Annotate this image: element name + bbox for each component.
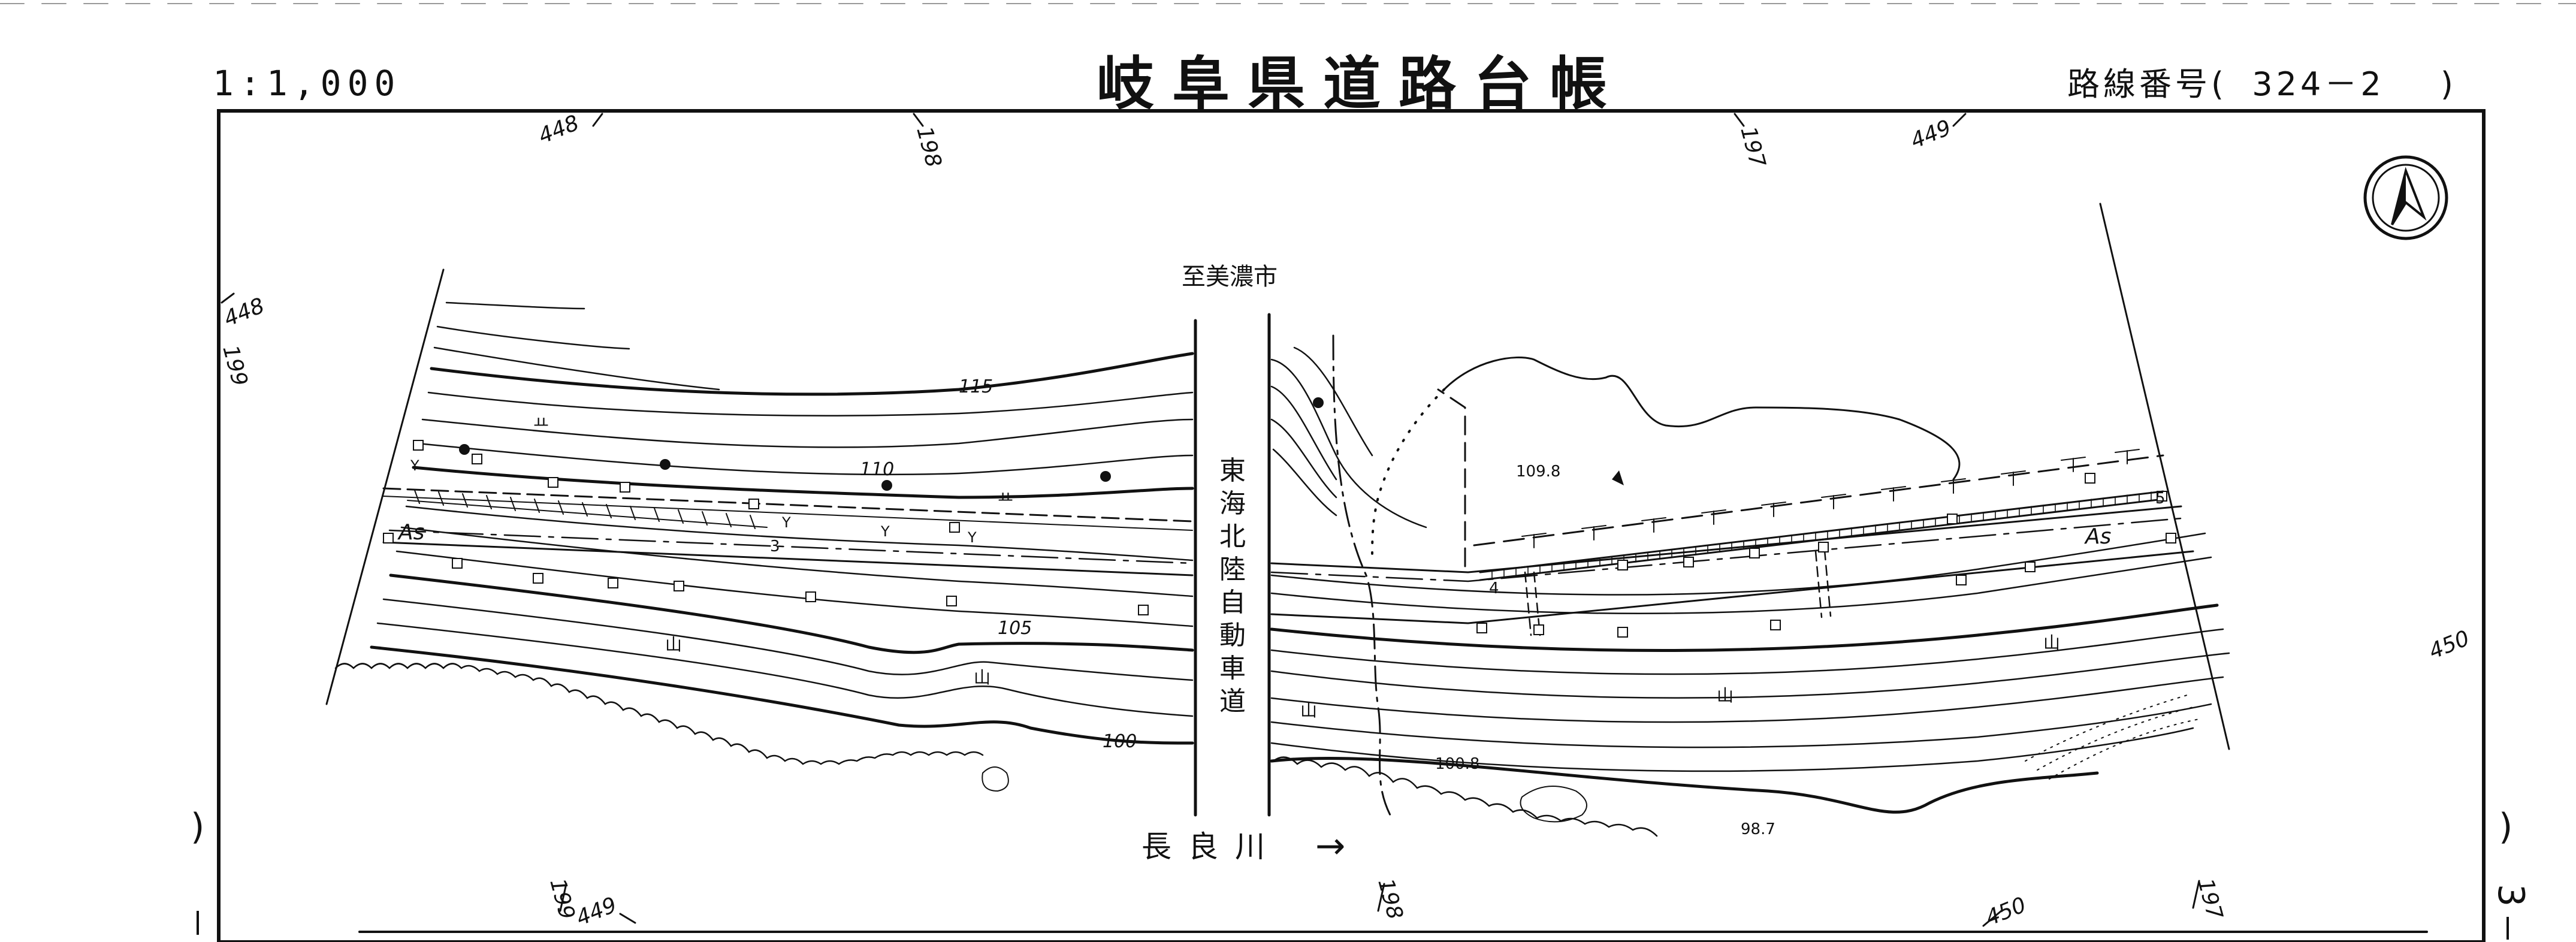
spot-height-3: 98.7	[1741, 820, 1775, 838]
expressway-char: 車	[1219, 653, 1246, 684]
map-border	[217, 109, 2486, 942]
spot-height-2: 100.8	[1435, 755, 1479, 773]
wasteland-symbol: 山	[2043, 633, 2060, 653]
grid-label-bottom-199: 199	[545, 876, 579, 922]
expressway-char: 東	[1219, 455, 1246, 486]
route-number: 324－2	[2252, 65, 2385, 103]
tree-symbol: Y	[781, 514, 791, 531]
grid-label-bottom-449: 449	[573, 893, 620, 931]
label-to-city: 至美濃市	[1182, 263, 1278, 291]
wasteland-symbol: 山	[1717, 686, 1734, 705]
margin-right-paren: )	[2499, 806, 2512, 848]
tree-symbol: Y	[967, 529, 977, 546]
expressway-char: 自	[1219, 587, 1246, 618]
wasteland-symbol: 山	[974, 668, 990, 687]
contour-label-110: 110	[860, 459, 894, 480]
grid-label-bottom-197: 197	[2193, 876, 2227, 922]
grid-label-left-199: 199	[218, 343, 252, 389]
station-5: 5	[2155, 490, 2166, 508]
station-3: 3	[770, 538, 780, 555]
label-surface-right: As	[2084, 524, 2111, 549]
wasteland-symbol: 山	[665, 635, 682, 654]
grid-label-bottom-198: 198	[1373, 876, 1407, 922]
route-number-label: 路線番号( 324－2 )	[2067, 58, 2457, 105]
tree-symbol: Y	[410, 457, 419, 474]
expressway-char: 海	[1219, 488, 1246, 519]
expressway-char: 陸	[1219, 554, 1246, 585]
river-flow-arrow: →	[1315, 825, 1345, 867]
grid-label-top-198: 198	[911, 124, 946, 170]
wasteland-symbol: 山	[1300, 701, 1317, 720]
tree-symbol: Y	[880, 523, 890, 540]
station-4: 4	[1489, 579, 1499, 597]
expressway-char: 動	[1219, 620, 1246, 651]
contour-label-115: 115	[959, 376, 993, 397]
sheet-title: 岐阜県道路台帳	[1097, 50, 1625, 117]
label-river: 長良川	[1141, 829, 1282, 864]
spot-height-1: 109.8	[1516, 463, 1560, 481]
grass-symbol: ㅛ	[998, 488, 1013, 508]
map-scale: 1:1,000	[213, 63, 401, 104]
margin-right-number: 3	[2490, 884, 2532, 907]
contour-label-105: 105	[998, 618, 1032, 639]
route-suffix: )	[2440, 65, 2457, 103]
grid-label-top-197: 197	[1735, 124, 1769, 170]
expressway-char: 北	[1219, 521, 1246, 552]
expressway-char: 道	[1219, 686, 1246, 717]
grid-label-top-448: 448	[535, 111, 582, 149]
expressway-label: 東 海 北 陸 自 動 車 道	[1219, 455, 1246, 717]
grass-symbol: ㅛ	[533, 413, 549, 433]
grid-label-right-450: 450	[2426, 626, 2473, 665]
grid-label-top-449: 449	[1907, 116, 1955, 154]
label-surface-left: As	[397, 520, 424, 545]
route-prefix: 路線番号(	[2067, 65, 2228, 103]
grid-label-bottom-450: 450	[1982, 893, 2030, 931]
contour-label-100: 100	[1103, 731, 1137, 752]
north-arrow-icon	[2363, 155, 2448, 240]
margin-left-paren: )	[191, 806, 204, 848]
